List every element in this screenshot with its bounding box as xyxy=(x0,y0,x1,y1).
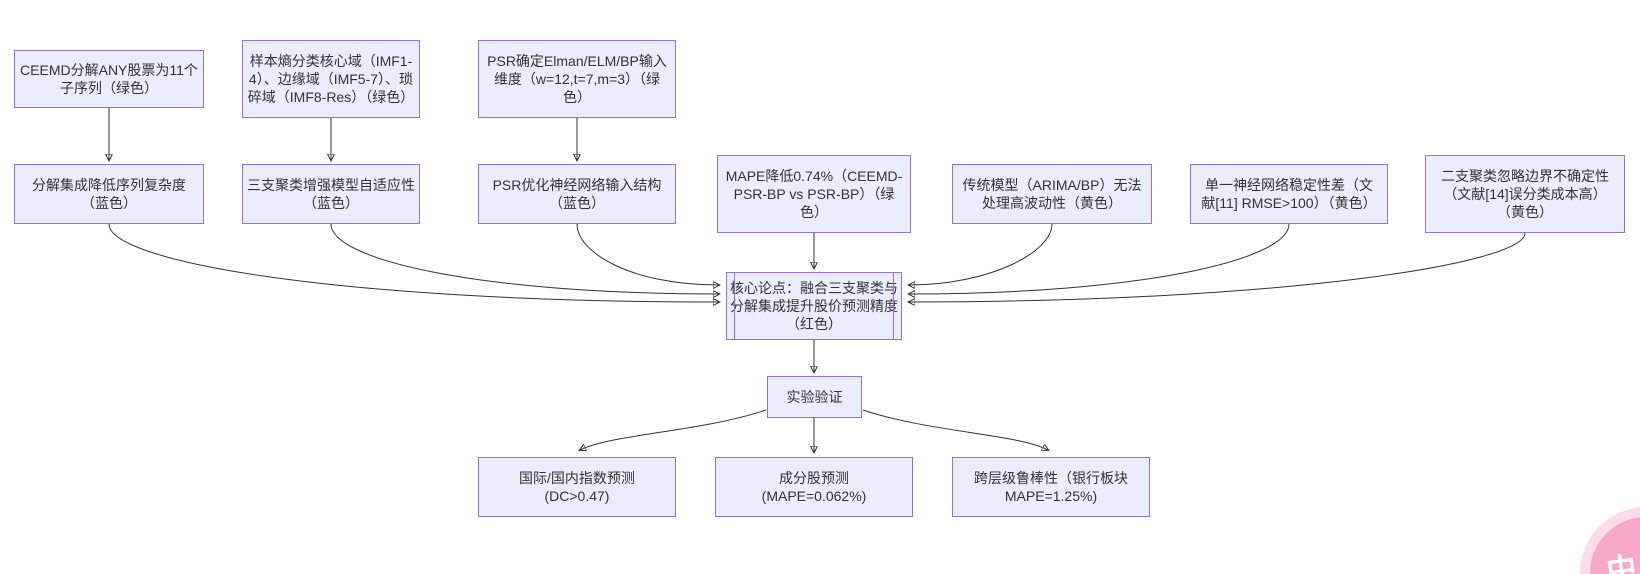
mape-improvement-node: MAPE降低0.74%（CEEMD- PSR-BP vs PSR-BP）（绿 色… xyxy=(717,155,911,233)
edge-exp-b3 xyxy=(862,409,1048,450)
single-network-instability-node: 单一神经网络稳定性差（文 献[11] RMSE>100）（黄色） xyxy=(1190,164,1388,224)
psr-structure-node: PSR优化神经网络输入结构 （蓝色） xyxy=(478,164,676,224)
core-thesis-node: 核心论点：融合三支聚类与 分解集成提升股价预测精度 （红色） xyxy=(726,272,902,340)
edge-n5-core xyxy=(330,223,719,294)
constituent-stock-node: 成分股预测 (MAPE=0.062%) xyxy=(715,457,913,517)
experiment-validation-node: 实验验证 xyxy=(767,376,862,418)
traditional-model-limitation-node: 传统模型（ARIMA/BP）无法 处理高波动性（黄色） xyxy=(952,164,1152,224)
two-way-clustering-limitation-node: 二支聚类忽略边界不确定性 （文献[14]误分类成本高） （黄色） xyxy=(1425,155,1625,233)
index-prediction-node: 国际/国内指数预测 (DC>0.47) xyxy=(478,457,676,517)
psr-dimension-node: PSR确定Elman/ELM/BP输入 维度（w=12,t=7,m=3）（绿 色… xyxy=(478,40,676,118)
edge-n6-core xyxy=(576,223,719,285)
edge-group xyxy=(108,108,1526,452)
edge-exp-b1 xyxy=(580,409,767,450)
decomposition-complexity-node: 分解集成降低序列复杂度 （蓝色） xyxy=(14,164,204,224)
three-way-clustering-node: 三支聚类增强模型自适应性 （蓝色） xyxy=(242,164,420,224)
edge-n8-core xyxy=(909,223,1053,285)
edge-n9-core xyxy=(909,223,1290,294)
edge-n10-core xyxy=(909,232,1526,302)
robustness-node: 跨层级鲁棒性（银行板块 MAPE=1.25%) xyxy=(952,457,1150,517)
sample-entropy-node: 样本熵分类核心域（IMF1- 4）、边缘域（IMF5-7）、琐 碎域（IMF8-… xyxy=(242,40,420,118)
translate-icon: 中A xyxy=(1604,548,1640,574)
edge-n4-core xyxy=(108,223,719,302)
ceemd-decomposition-node: CEEMD分解ANY股票为11个 子序列（绿色） xyxy=(14,50,204,108)
